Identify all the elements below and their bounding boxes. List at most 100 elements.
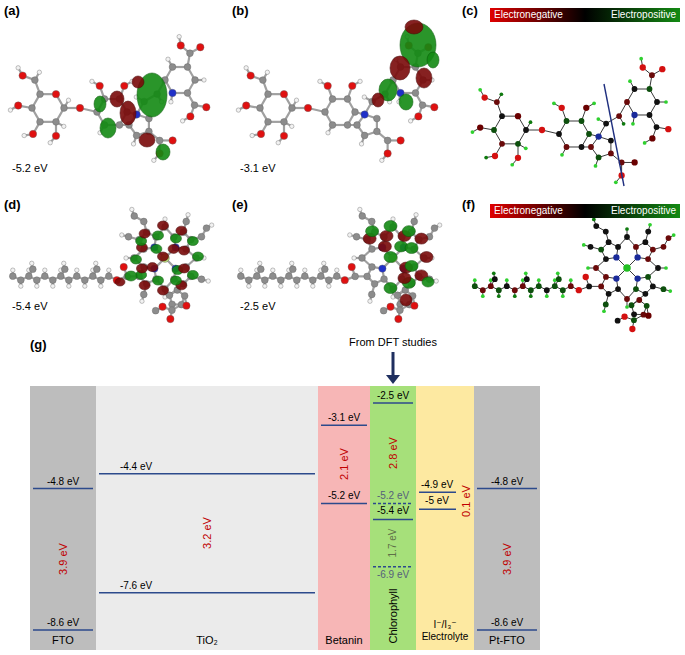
atom [11, 268, 15, 272]
atom [121, 82, 128, 89]
atom [631, 122, 635, 126]
orbital-lobe [420, 252, 433, 263]
atom [431, 103, 438, 110]
atom [484, 156, 488, 160]
atom [265, 70, 269, 74]
atom [647, 86, 653, 92]
atom [321, 266, 328, 273]
atom [244, 66, 248, 70]
atom [191, 102, 198, 109]
atom [582, 243, 586, 247]
atom [645, 274, 651, 280]
orbital-lobe [416, 68, 432, 88]
annotation: From DFT studies [349, 336, 437, 349]
atom [352, 256, 356, 260]
atom [634, 275, 640, 281]
atom [9, 273, 16, 280]
atom [29, 105, 36, 112]
scale-label: Electronegative [494, 8, 563, 22]
atom [37, 91, 44, 98]
atom [552, 283, 558, 289]
atom [510, 163, 514, 167]
energy-value: -3.1 eV [240, 162, 275, 175]
energy-level [321, 503, 367, 505]
atom [177, 42, 184, 49]
orbital-lobe [139, 133, 155, 147]
atom [629, 302, 635, 308]
atom [359, 142, 363, 146]
atom [603, 229, 609, 235]
atom [650, 247, 656, 253]
atom [628, 79, 632, 83]
energy-levels [416, 386, 474, 650]
atom [89, 273, 96, 280]
atom [631, 317, 637, 323]
atom [236, 108, 240, 112]
atom [43, 268, 47, 272]
panel-letter: (g) [30, 338, 47, 353]
orbital-lobe [193, 252, 204, 261]
atom [353, 233, 360, 240]
atom [603, 274, 609, 280]
atom [37, 70, 41, 74]
atom [556, 131, 562, 137]
atom [603, 121, 609, 127]
atom [237, 273, 244, 280]
atom [595, 133, 601, 139]
orbital-lobe [179, 264, 190, 273]
atom [645, 229, 651, 235]
orbital-lobe [158, 252, 169, 261]
atom [140, 299, 144, 303]
atom [290, 261, 294, 265]
atom [631, 159, 637, 165]
pointer-arrow [392, 352, 395, 376]
atom [41, 273, 48, 280]
atom [187, 50, 194, 57]
atom [497, 294, 501, 298]
atom [322, 109, 329, 116]
atom [348, 263, 355, 270]
energy-level [33, 488, 93, 490]
atom [333, 273, 340, 280]
orbital-lobe [415, 233, 428, 244]
atom [368, 218, 375, 225]
orbital-lobe [139, 229, 150, 238]
atom [259, 77, 266, 84]
band-gap: 3.9 eV [57, 543, 70, 575]
atom [491, 127, 497, 133]
atom [648, 223, 652, 227]
esp-molecule [471, 57, 672, 184]
atom [295, 284, 299, 288]
energy-level-value: -6.9 eV [377, 569, 409, 581]
atom [568, 283, 574, 289]
atom [152, 307, 159, 314]
orbital-lobe [384, 221, 397, 232]
atom [281, 118, 288, 125]
atom [598, 283, 604, 289]
atom [640, 64, 646, 70]
atom [592, 218, 596, 222]
orbital-lobe [366, 226, 379, 237]
atom [15, 102, 22, 109]
atom [539, 127, 545, 133]
atom [379, 265, 386, 272]
atom [35, 284, 39, 288]
energy-level-value: -4.4 eV [120, 461, 152, 473]
atom [608, 151, 614, 157]
atom [53, 118, 60, 125]
atom [52, 90, 59, 97]
atom [105, 273, 112, 280]
energy-level [419, 509, 456, 511]
atom [290, 124, 294, 128]
atom [492, 276, 498, 282]
atom [471, 130, 475, 134]
orbital-lobe [153, 231, 164, 240]
orbital-lobe [422, 277, 434, 287]
atom [265, 91, 272, 98]
atom [263, 284, 267, 288]
atom [359, 213, 366, 220]
atom [659, 66, 665, 72]
atom [317, 273, 324, 280]
atom [373, 128, 380, 135]
